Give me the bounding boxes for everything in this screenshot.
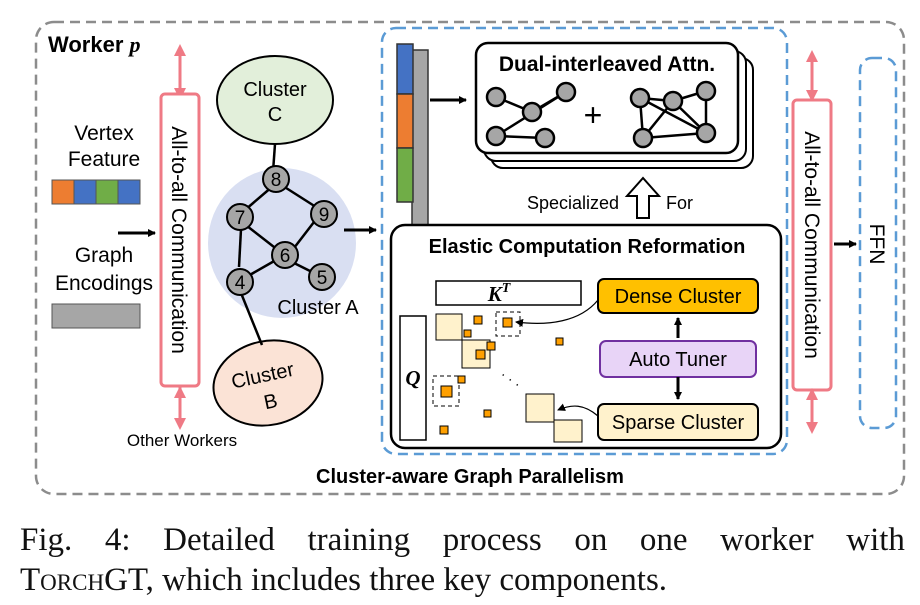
caption-word: training — [307, 522, 411, 558]
node-6: 6 — [280, 246, 291, 267]
node-5: 5 — [317, 268, 328, 289]
dense-cluster-box — [597, 278, 759, 314]
graph-encodings-bar — [51, 303, 141, 329]
ffn-label: FFN — [865, 224, 888, 265]
attn-graph-right — [629, 80, 717, 149]
caption-word: on — [574, 522, 608, 558]
vertex-feature-label-1: Vertex — [74, 122, 134, 145]
transformer-frame — [380, 26, 789, 456]
bottom-label: Cluster-aware Graph Parallelism — [316, 466, 624, 488]
specialized-label: Specialized — [527, 193, 619, 213]
dense-link-arrow — [515, 299, 599, 327]
cluster-b-label-2: B — [262, 390, 280, 414]
cluster-b — [212, 339, 324, 427]
vertex-feature-bar — [51, 179, 141, 205]
worker-frame — [34, 20, 906, 496]
graph-encodings-label-2: Encodings — [55, 272, 153, 295]
graph-encodings-label-1: Graph — [75, 244, 133, 267]
caption-line-2: TorchGT, which includes three key compon… — [20, 560, 905, 600]
cluster-c-label-2: C — [268, 104, 282, 126]
cluster-nodes: 8 7 9 6 4 5 — [226, 165, 338, 296]
dense-cluster-label: Dense Cluster — [615, 286, 742, 308]
embedding-stack — [396, 43, 429, 227]
caption-word: Detailed — [163, 522, 275, 558]
kt-bar — [435, 280, 582, 306]
attention-matrix — [432, 311, 583, 443]
attn-title: Dual-interleaved Attn. — [499, 53, 715, 76]
node-7: 7 — [235, 208, 246, 229]
sparse-link-arrow — [557, 403, 599, 417]
attn-plus: + — [584, 97, 603, 133]
vertex-feature-label-2: Feature — [68, 148, 140, 171]
caption-torch: Torch — [20, 562, 105, 598]
sparse-cluster-box — [597, 403, 759, 441]
ecr-title: Elastic Computation Reformation — [429, 236, 746, 258]
auto-tuner-label: Auto Tuner — [629, 349, 727, 371]
caption-word: process — [442, 522, 542, 558]
comm-left-label: All-to-all Communication — [167, 126, 190, 354]
kt-label: KT — [487, 281, 512, 306]
caption-word: 4: — [104, 522, 131, 558]
caption-gt: GT — [104, 562, 146, 598]
node-9: 9 — [319, 205, 330, 226]
ffn-box — [858, 56, 898, 430]
comm-right-label: All-to-all Communication — [800, 131, 823, 359]
caption-rest: , which includes three key components. — [145, 562, 668, 598]
other-workers-label: Other Workers — [127, 431, 237, 450]
node-8: 8 — [271, 170, 282, 191]
worker-label: Worker p — [48, 32, 141, 57]
sparse-cluster-label: Sparse Cluster — [612, 412, 745, 434]
q-bar — [399, 315, 427, 441]
cluster-a-label: Cluster A — [277, 297, 359, 319]
cluster-c-label-1: Cluster — [243, 79, 307, 101]
attn-graph-left — [485, 81, 577, 149]
caption-word: worker — [720, 522, 814, 558]
specialized-up-arrow — [624, 176, 662, 219]
caption-word: one — [639, 522, 688, 558]
q-label: Q — [405, 366, 420, 390]
attn-card — [474, 41, 740, 155]
caption-word: with — [846, 522, 905, 558]
caption-word: Fig. — [20, 522, 73, 558]
for-label: For — [666, 193, 693, 213]
node-4: 4 — [235, 273, 246, 294]
